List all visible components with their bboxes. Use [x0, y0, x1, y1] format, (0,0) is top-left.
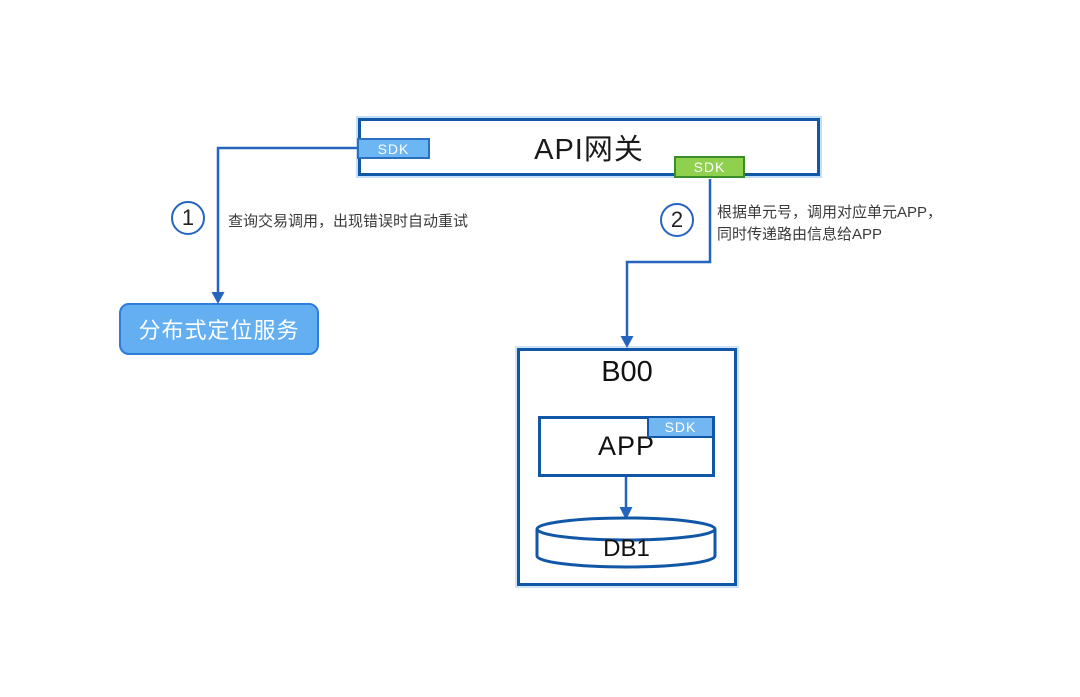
step2-number: 2: [670, 207, 684, 232]
step2-number-badge: 2: [660, 203, 694, 237]
api-gateway-title: API网关: [534, 134, 644, 166]
app-box: APP: [538, 416, 715, 477]
step1-number-badge: 1: [171, 201, 205, 235]
location-service-label: 分布式定位服务: [138, 318, 300, 343]
step1-number: 1: [181, 205, 195, 230]
gateway-sdk-right-label: SDK: [693, 159, 726, 175]
db1-label: DB1: [603, 535, 650, 562]
arrowhead-step2: [620, 336, 634, 348]
unit-b00-title: B00: [601, 356, 653, 388]
step2-description-line2: 同时传递路由信息给APP: [717, 226, 883, 243]
step1-description-line1: 查询交易调用，出现错误时自动重试: [228, 213, 469, 230]
gateway-sdk-left-label: SDK: [377, 140, 410, 157]
app-label: APP: [597, 431, 656, 461]
arrow-step2: [625, 179, 712, 337]
app-sdk-badge: SDK: [647, 416, 714, 438]
step2-description: 根据单元号，调用对应单元APP， 同时传递路由信息给APP: [717, 202, 942, 246]
api-gateway-box: API网关: [358, 118, 820, 176]
gateway-sdk-right-badge: SDK: [674, 156, 745, 178]
app-sdk-label: SDK: [664, 419, 697, 435]
gateway-sdk-left-badge: SDK: [357, 138, 430, 159]
location-service-box: 分布式定位服务: [119, 303, 319, 355]
step1-description: 查询交易调用，出现错误时自动重试: [228, 211, 468, 233]
step2-description-line1: 根据单元号，调用对应单元APP，: [717, 204, 943, 221]
